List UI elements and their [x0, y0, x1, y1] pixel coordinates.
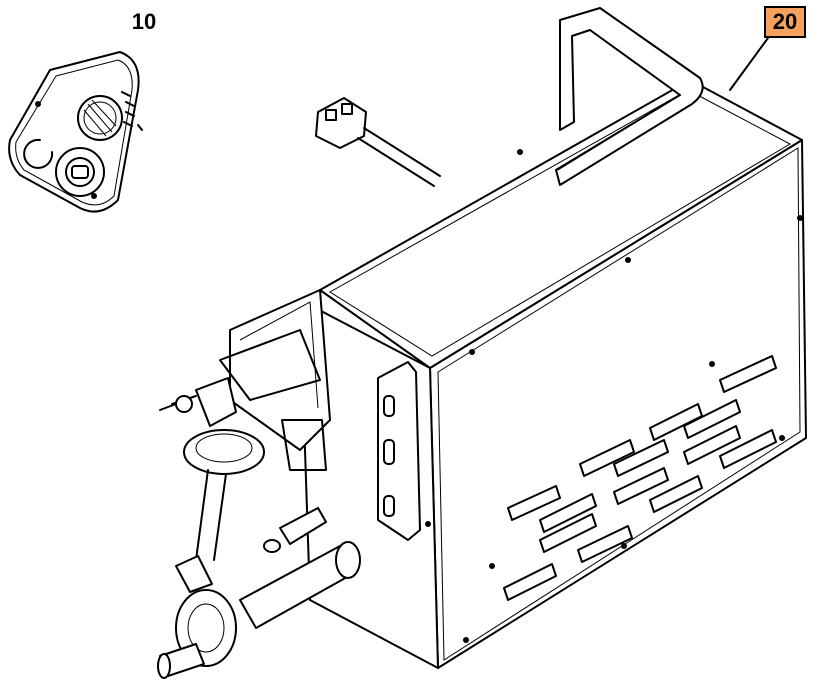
leader-line-20	[729, 37, 769, 91]
main-box-assembly[interactable]	[157, 7, 807, 679]
control-knob-plate[interactable]	[8, 51, 143, 213]
callout-label-20: 20	[764, 6, 806, 38]
callout-label-10: 10	[124, 8, 164, 38]
callout-20-highlight	[764, 6, 806, 38]
